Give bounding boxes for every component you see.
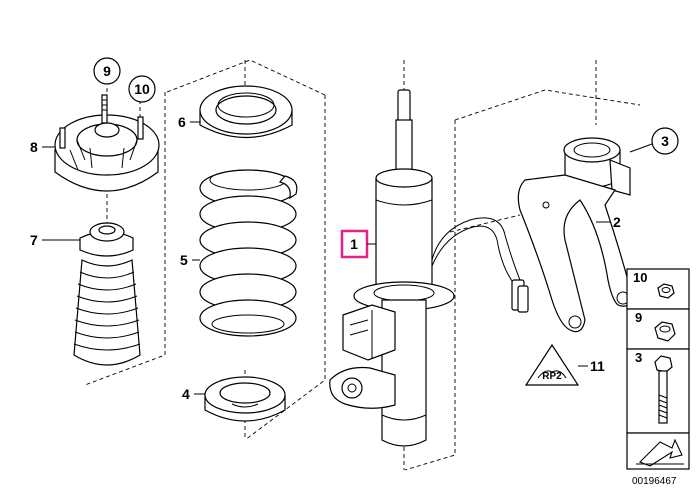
callout-2: 2 bbox=[613, 214, 621, 230]
shock-absorber bbox=[329, 89, 529, 447]
warning-label-text: RP2 bbox=[542, 371, 562, 382]
callout-5: 5 bbox=[180, 252, 188, 268]
callout-4: 4 bbox=[182, 386, 190, 402]
callout-3-circle bbox=[651, 127, 679, 155]
callout-1-highlight-box bbox=[340, 229, 369, 259]
arrow-icon bbox=[639, 438, 683, 467]
callout-7: 7 bbox=[30, 232, 38, 248]
callout-9: 9 bbox=[103, 63, 111, 79]
lower-spring-pad bbox=[204, 376, 286, 422]
fastener-legend: 10 9 3 bbox=[626, 268, 690, 470]
steering-knuckle bbox=[517, 137, 633, 333]
upper-mount bbox=[54, 94, 160, 192]
document-number: 00196467 bbox=[632, 476, 677, 487]
callout-10: 10 bbox=[134, 81, 150, 97]
warning-label-triangle: RP2 bbox=[524, 343, 580, 386]
callout-10-circle bbox=[128, 75, 156, 103]
callout-1: 1 bbox=[350, 236, 358, 252]
legend-item-10-label: 10 bbox=[633, 270, 647, 285]
legend-item-9-label: 9 bbox=[635, 310, 642, 325]
callout-8: 8 bbox=[30, 139, 38, 155]
callouts: 9 10 8 7 6 5 4 1 3 2 11 bbox=[30, 57, 679, 402]
callout-11: 11 bbox=[590, 358, 605, 374]
legend-item-3-label: 3 bbox=[635, 350, 642, 365]
callout-3: 3 bbox=[661, 133, 669, 149]
coil-spring bbox=[199, 169, 298, 337]
upper-spring-seat bbox=[199, 85, 293, 138]
callout-6: 6 bbox=[178, 114, 186, 130]
callout-9-circle bbox=[93, 57, 121, 85]
dust-boot bbox=[73, 222, 141, 366]
